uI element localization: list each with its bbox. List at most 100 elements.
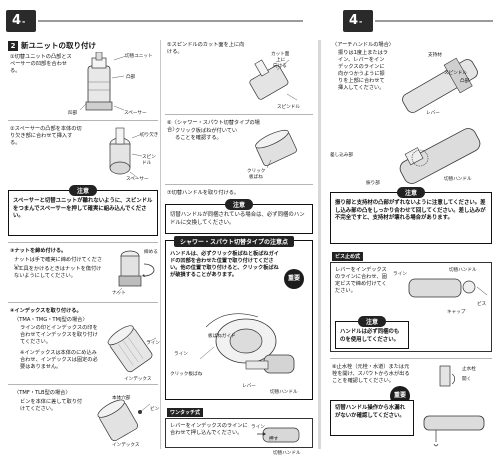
column-3: 〈アーチハンドルの場合〉 振りは1度上またはライン、レバーをインデックスのライン… [330,40,492,449]
label-index-2: インデックス [112,443,140,448]
caution-heading: 注意 [68,185,98,196]
divider [8,384,158,385]
label-insert: 差し込み部 [330,153,353,158]
label-switch-handle: 切替ハンドル [270,390,298,395]
label-line-4: ライン [393,272,407,277]
step4-note: ※インデックスは本体のにめ込み合わせ、インデックスは固定の必要はありません。 [20,350,98,371]
one-touch-box: レバーをインデックスのラインに合わせて押し込んでください。 [165,418,313,448]
label-pin: ビン [150,407,160,412]
label-lever-2: レバー [426,111,440,116]
label-protrusion: 凸部 [126,75,136,80]
arch-body: 振りは1度上またはライン、レバーをインデックスのラインに向かつかうように振りを上… [338,50,388,92]
divider [8,120,158,121]
label-spacer-2: スペーサー [126,177,149,182]
step4-text: ④インデックスを取り付ける。 [10,308,82,314]
label-click-spring-2: クリック板ばね [170,372,203,377]
caution-box-4: 注意 ハンドルは必ず同梱のものを使用してください。 [335,316,409,349]
step4-body: ラインの印とインデックスの印を合わせてインデックスを取り付けてください。 [20,325,98,346]
section-number: 2 [8,41,18,51]
label-recess: 凹部 [68,111,78,116]
label-notch: 切り欠き [140,133,159,138]
label-spring: 板ばね [249,175,263,180]
important-illustration [199,313,295,374]
label-index: インデックス [124,377,152,382]
label-line-3: ライン [251,425,265,430]
screw-type-box: レバーをインデックスのラインに合わせ、固定ビスで締め付けてください。 ライン 切… [330,262,492,352]
label-screw: ビス [477,302,487,307]
caution-text: 振り部と支持材の凸部がずれないように注意してください。差し込み部の凸をしっかり合… [335,200,486,222]
step1-text: ①切替ユニットの凸部とスペーサーの凹部を合わせる。 [10,54,72,75]
divider [330,358,492,359]
label-cut-face: カット面 [271,52,290,57]
label-arm: 振り部 [366,181,380,186]
label-switch-handle-2: 切替ハンドル [273,451,301,456]
label-switch-handle-3: 切替ハンドル [444,177,472,182]
label-face-up: 向ける [273,64,287,69]
label-switch-unit: 切替ユニット [125,54,153,59]
step3-text: ③ナットを締め付ける。 [10,248,67,254]
section-title-text: 新ユニットの取り付け [21,41,96,50]
label-spring-guide: 板ばねガイド [208,334,236,339]
step4-illustration [107,325,157,373]
label-click-spring: クリック [247,169,266,174]
column-divider-1 [160,40,161,449]
page-tab-left-num: 4 [12,13,22,28]
label-lever: レバー [242,384,256,389]
important-box-2: 切替ハンドル操作から水漏れがないか確認してください。 [330,400,414,436]
important-badge: 重要 [284,269,304,289]
step3-note: ※工具をかけるときはナットを傷付けないようにしてください。 [14,266,102,280]
page-tab-right-sub: -3 [349,17,363,49]
column-2: ⑤スピンドルのカット面を上に向ける。 カット面 上に 向ける スピンドル ⑥〈シ… [165,40,313,456]
header-rule-right [375,20,493,22]
label-nut: ナット [112,291,126,296]
caution-text: ハンドルは必ず同梱のものを使用してください。 [340,329,400,343]
label-open: 開く [462,377,472,382]
label-stop-valve: 止水栓 [462,367,476,372]
caution-box-1: 注意 スペーサーと切替ユニットが離れないように、スピンドルをつまんでスペーサーを… [8,185,158,236]
label-spindle-2: スピンドル [277,105,300,110]
caution-box-3: 注意 振り部と支持材の凸部がずれないように注意してください。差し込み部の凸をしっ… [330,187,492,244]
header-rule-left [38,20,303,22]
label-support: 支持材 [428,53,442,58]
important-text: 切替ハンドル操作から水漏れがないか確認してください。 [335,405,406,419]
divider [165,184,313,185]
caution-heading: 注意 [357,316,387,327]
screw-type-text: レバーをインデックスのラインに合わせ、固定ビスで締め付けてください。 [335,267,387,295]
label-spindle: スピンドル [142,155,156,166]
page-tab-right: 4-3 [343,10,373,49]
label-protrusion-2: 凸部 [460,79,470,84]
step6-text: ⑥〈シャワー・スパウト切替タイプの場合〉 [167,120,260,134]
caution-box-2: 注意 切替ハンドルが同梱されている場合は、必ず同梱のハンドルに交換してください。 [165,199,313,234]
label-spindle-3: スピンドル [444,71,467,76]
important-box-heading: シャワー・スパウト切替タイプの注意点 [174,236,295,247]
label-line: ライン [146,341,160,346]
caution-heading: 注意 [224,199,254,210]
page-gutter [318,40,321,449]
step4b-subheading: 〈TMF・TLB型の場合〉 [14,390,71,396]
label-spacer: スペーサー [124,111,147,116]
step7-text: ⑦切替ハンドルを取り付ける。 [167,190,240,196]
important-box: シャワー・スパウト切替タイプの注意点 ハンドルは、必ずクリック板ばねと板ばねガイ… [165,236,313,400]
label-tighten: 締める [144,250,158,255]
step5-illustration [249,59,298,101]
caution-heading: 注意 [396,187,426,198]
arch-subheading: 〈アーチハンドルの場合〉 [332,42,394,48]
step6-illustration [255,129,297,169]
step3-subtext: ナットは手で確実に締め付けてください。 [14,257,103,271]
step2-text: ②スペーサーの凸部を本体の切り欠き部に合わせて挿入する。 [10,126,82,147]
arch-illustration [399,57,481,184]
step3-illustration [115,250,155,295]
step8-text: ⑧止水栓（元栓・水道）または元栓を開け、スパウトから水が出ることを確認してくださ… [332,364,410,385]
divider [8,242,158,243]
step6-body: クリック板ばねが付いていることを確認する。 [175,128,238,142]
label-body-hole: 本体穴部 [112,396,131,401]
step4-subheading: 〈TMA・TMG・TMJ型の場合〉 [14,317,88,323]
divider [165,114,313,115]
step4b-body: ビンを本体に差して取り付けてください。 [20,399,83,413]
step4b-illustration [97,399,151,442]
page-tab-right-num: 4 [349,13,359,28]
label-up: 上に [276,58,286,63]
divider [8,302,158,303]
